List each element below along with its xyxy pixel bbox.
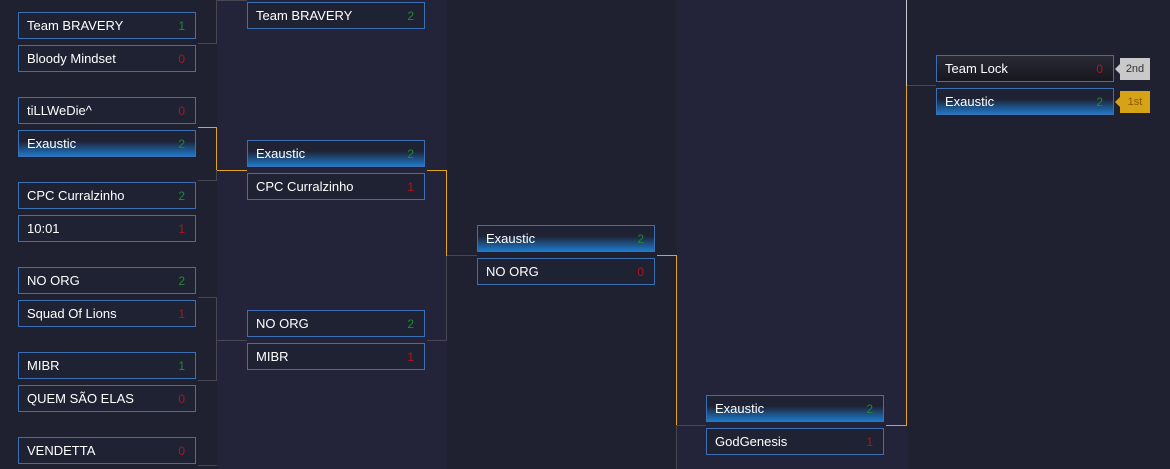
team-name: Team BRAVERY	[27, 18, 124, 33]
team-score: 2	[407, 317, 414, 331]
team-score: 1	[407, 180, 414, 194]
team-name: tiLLWeDie^	[27, 103, 92, 118]
match-slot-team-bravery[interactable]: Team BRAVERY 2	[247, 2, 425, 29]
connector-line	[217, 0, 247, 1]
team-score: 1	[178, 359, 185, 373]
team-score: 2	[1096, 95, 1103, 109]
bracket-column-4	[677, 0, 907, 469]
team-name: Team Lock	[945, 61, 1008, 76]
match-slot-1001[interactable]: 10:01 1	[18, 215, 196, 242]
team-score: 2	[178, 137, 185, 151]
team-name: QUEM SÃO ELAS	[27, 391, 134, 406]
connector-line	[216, 297, 217, 381]
team-name: Exaustic	[715, 401, 765, 416]
connector-line	[216, 0, 217, 44]
match-slot-cpc-curralzinho[interactable]: CPC Curralzinho 1	[247, 173, 425, 200]
connector-line-winner	[198, 127, 217, 128]
team-score: 2	[178, 189, 185, 203]
second-place-badge: 2nd	[1115, 58, 1150, 80]
match-slot-exaustic[interactable]: Exaustic 2	[936, 88, 1114, 115]
team-name: MIBR	[27, 358, 60, 373]
connector-line-winner	[446, 170, 447, 256]
team-name: CPC Curralzinho	[256, 179, 354, 194]
connector-line-winner	[906, 85, 907, 426]
team-name: Squad Of Lions	[27, 306, 117, 321]
match-slot-cpc-curralzinho[interactable]: CPC Curralzinho 2	[18, 182, 196, 209]
team-score: 0	[178, 104, 185, 118]
team-score: 0	[178, 52, 185, 66]
team-name: MIBR	[256, 349, 289, 364]
team-score: 0	[1096, 62, 1103, 76]
team-name: GodGenesis	[715, 434, 788, 449]
match-slot-mibr[interactable]: MIBR 1	[18, 352, 196, 379]
connector-line-winner	[216, 127, 217, 171]
connector-line	[216, 170, 217, 181]
connector-line	[198, 465, 217, 466]
team-name: NO ORG	[27, 273, 80, 288]
connector-line-winner	[657, 255, 677, 256]
connector-line-winner	[676, 255, 677, 425]
team-score: 2	[407, 9, 414, 23]
team-score: 2	[178, 274, 185, 288]
connector-line	[446, 256, 447, 341]
team-score: 2	[407, 147, 414, 161]
connector-line	[198, 43, 217, 44]
match-slot-team-bravery[interactable]: Team BRAVERY 1	[18, 12, 196, 39]
match-slot-no-org[interactable]: NO ORG 0	[477, 258, 655, 285]
match-slot-exaustic[interactable]: Exaustic 2	[18, 130, 196, 157]
team-name: Exaustic	[27, 136, 77, 151]
team-score: 2	[866, 402, 873, 416]
connector-line	[216, 340, 247, 341]
first-place-badge: 1st	[1115, 91, 1150, 113]
team-name: VENDETTA	[27, 443, 96, 458]
match-slot-tillwedie[interactable]: tiLLWeDie^ 0	[18, 97, 196, 124]
team-name: 10:01	[27, 221, 60, 236]
connector-line	[906, 85, 936, 86]
match-slot-exaustic[interactable]: Exaustic 2	[706, 395, 884, 422]
team-name: NO ORG	[486, 264, 539, 279]
connector-line	[198, 380, 217, 381]
team-score: 1	[407, 350, 414, 364]
team-name: Exaustic	[256, 146, 306, 161]
team-name: CPC Curralzinho	[27, 188, 125, 203]
team-score: 0	[637, 265, 644, 279]
match-slot-exaustic[interactable]: Exaustic 2	[247, 140, 425, 167]
connector-line-winner	[886, 425, 907, 426]
match-slot-squad-of-lions[interactable]: Squad Of Lions 1	[18, 300, 196, 327]
connector-line	[676, 425, 706, 426]
team-name: Exaustic	[486, 231, 536, 246]
team-score: 1	[178, 222, 185, 236]
team-score: 1	[178, 307, 185, 321]
connector-line-winner	[427, 170, 447, 171]
match-slot-bloody-mindset[interactable]: Bloody Mindset 0	[18, 45, 196, 72]
connector-line	[198, 297, 217, 298]
team-name: Team BRAVERY	[256, 8, 353, 23]
match-slot-no-org[interactable]: NO ORG 2	[18, 267, 196, 294]
connector-line-winner	[216, 170, 247, 171]
match-slot-no-org[interactable]: NO ORG 2	[247, 310, 425, 337]
match-slot-exaustic[interactable]: Exaustic 2	[477, 225, 655, 252]
match-slot-vendetta[interactable]: VENDETTA 0	[18, 437, 196, 464]
bracket-column-2	[217, 0, 447, 469]
team-score: 1	[866, 435, 873, 449]
connector-line	[198, 180, 217, 181]
match-slot-godgenesis[interactable]: GodGenesis 1	[706, 428, 884, 455]
match-slot-team-lock[interactable]: Team Lock 0	[936, 55, 1114, 82]
connector-line-upper	[906, 0, 907, 86]
connector-line	[447, 255, 477, 256]
team-score: 2	[637, 232, 644, 246]
team-name: Exaustic	[945, 94, 995, 109]
team-score: 0	[178, 444, 185, 458]
connector-line	[427, 340, 447, 341]
connector-line	[676, 425, 677, 469]
match-slot-mibr[interactable]: MIBR 1	[247, 343, 425, 370]
team-name: NO ORG	[256, 316, 309, 331]
match-slot-quem-sao-elas[interactable]: QUEM SÃO ELAS 0	[18, 385, 196, 412]
team-score: 1	[178, 19, 185, 33]
team-name: Bloody Mindset	[27, 51, 116, 66]
team-score: 0	[178, 392, 185, 406]
